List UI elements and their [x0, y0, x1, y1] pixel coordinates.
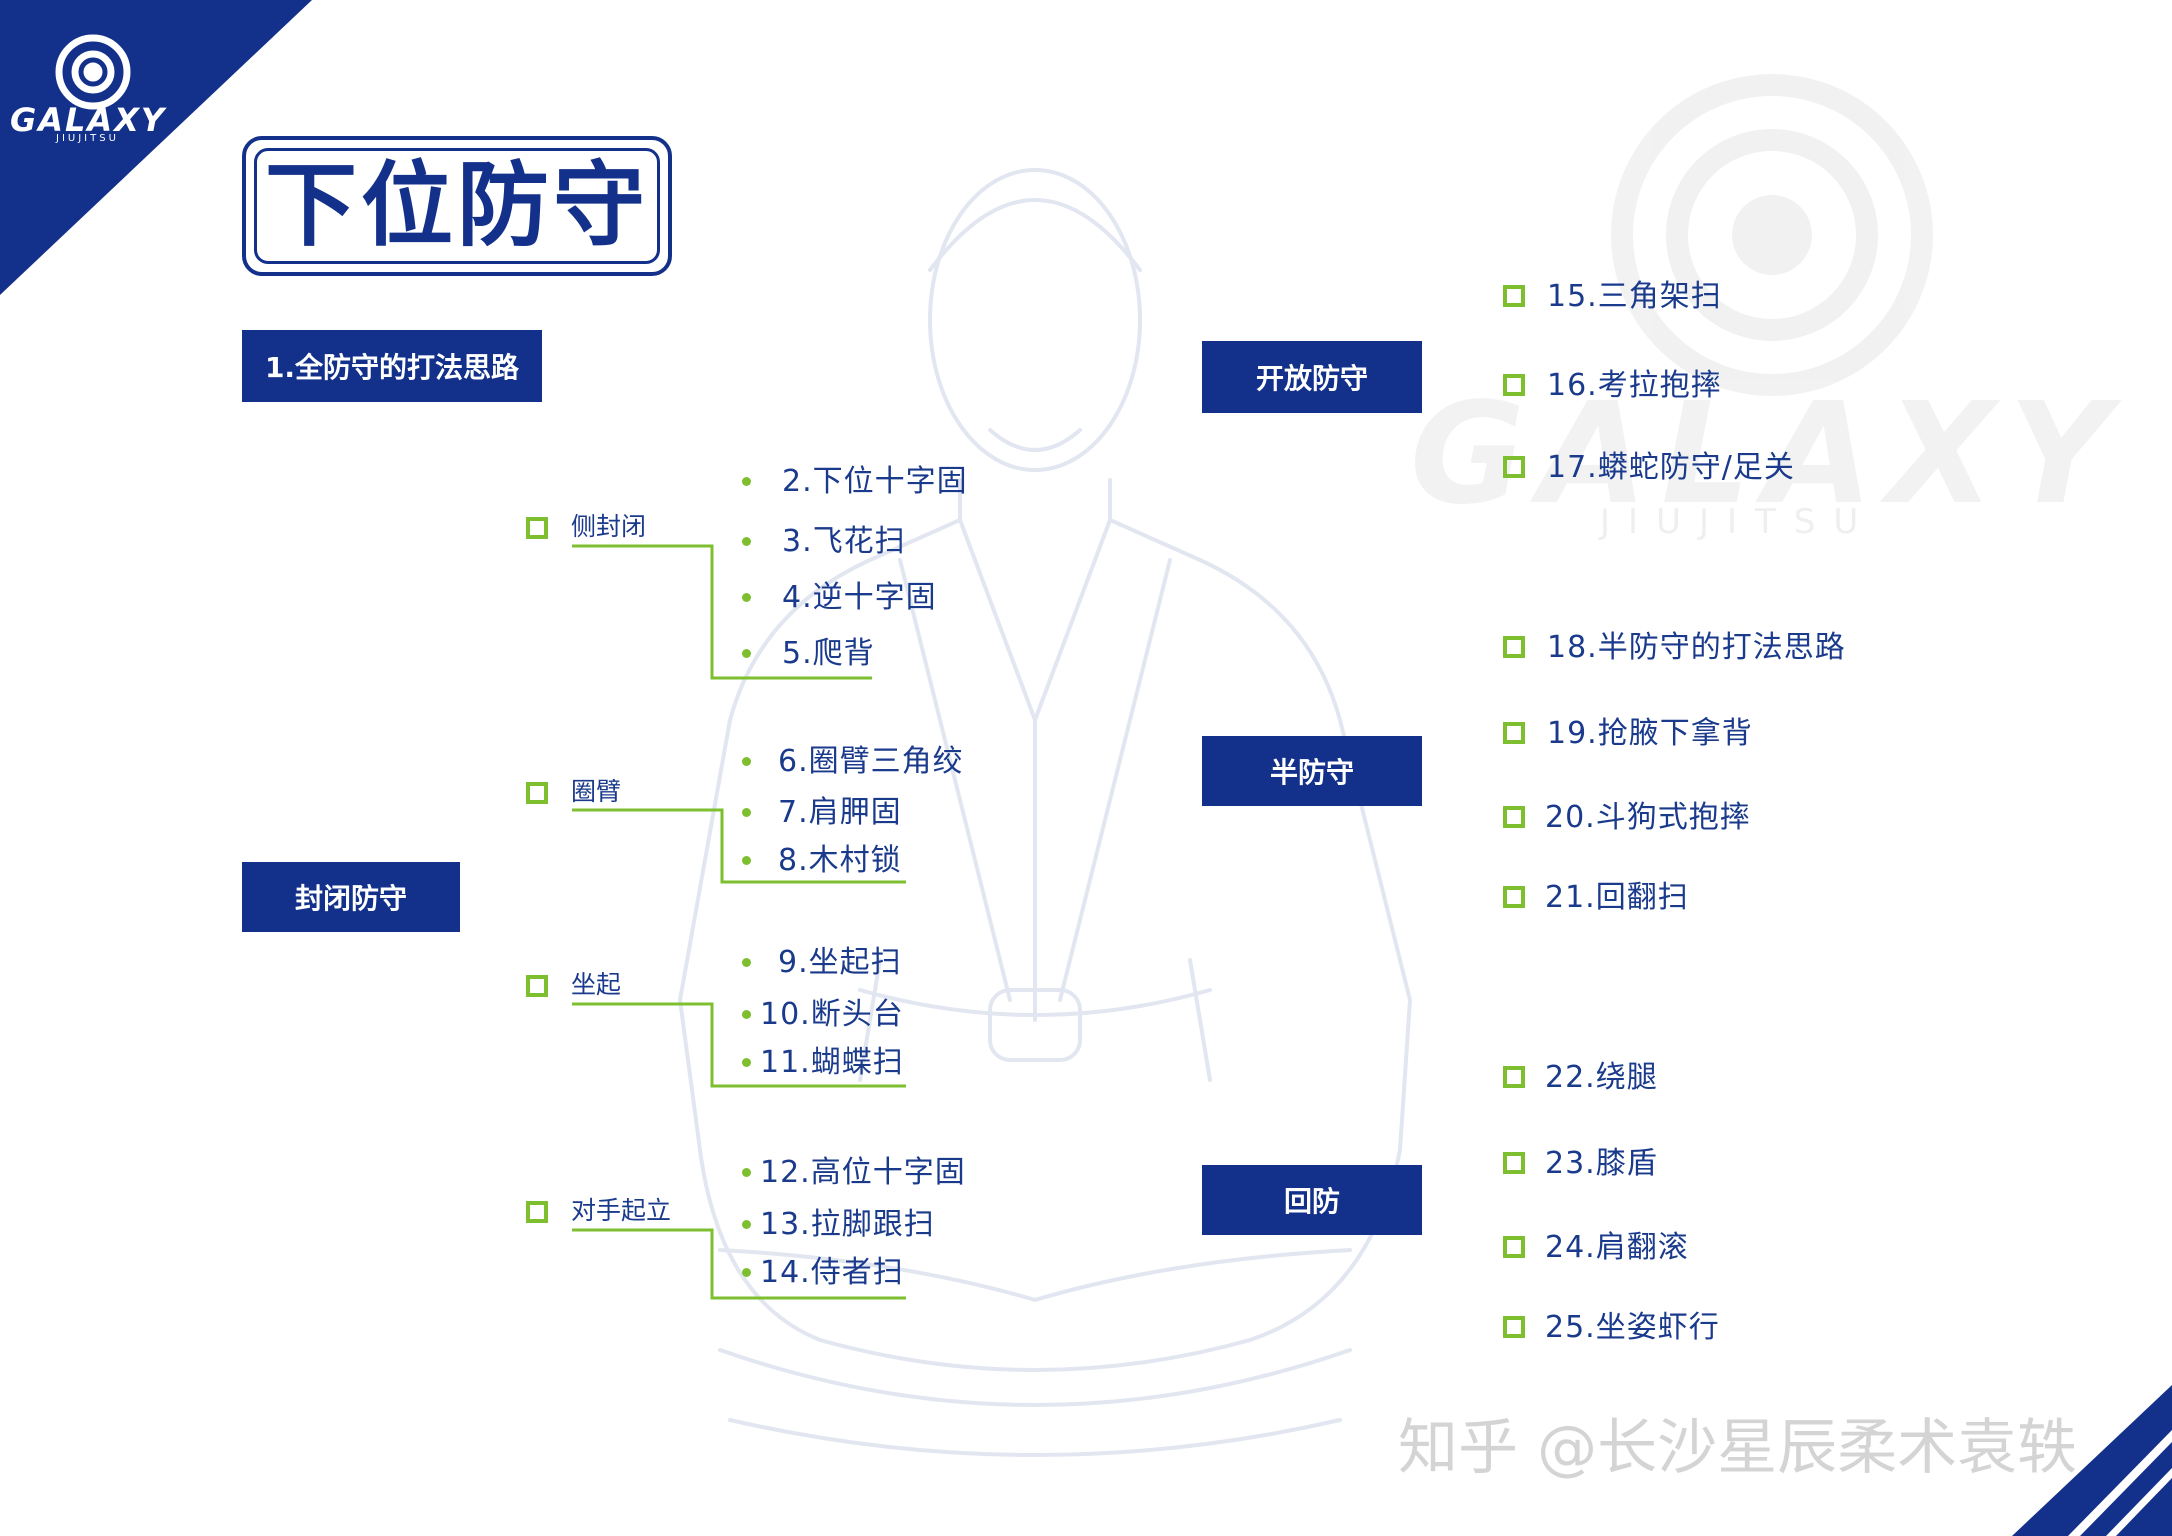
- item-marker-icon: [1503, 636, 1525, 658]
- bullet-icon: [742, 808, 751, 817]
- title-inner-frame: 下位防守: [254, 148, 660, 264]
- group-label-sit-up: 坐起: [571, 970, 622, 999]
- technique-item: 10.断头台: [760, 997, 904, 1032]
- technique-item: 13.拉脚跟扫: [760, 1207, 935, 1242]
- faint-brand-sub: JIUJITSU: [1600, 502, 1877, 542]
- item-marker-icon: [1503, 1152, 1525, 1174]
- bullet-icon: [742, 477, 751, 486]
- technique-item: 16.考拉抱摔: [1547, 368, 1722, 403]
- bullet-icon: [742, 958, 751, 967]
- group-label-side-closed: 侧封闭: [571, 512, 647, 541]
- closed-guard-box: 封闭防守: [242, 862, 460, 932]
- half-guard-label: 半防守: [1269, 756, 1354, 789]
- bullet-icon: [742, 1168, 751, 1177]
- figure-outline: [677, 168, 1413, 1457]
- connector-lines: [572, 544, 906, 1300]
- bullet-icon: [742, 1220, 751, 1229]
- half-guard-box: 半防守: [1202, 736, 1422, 806]
- group-marker-icon: [526, 782, 548, 804]
- technique-item: 12.高位十字固: [760, 1155, 966, 1190]
- corner-bottom-right: [2012, 1385, 2172, 1536]
- item-marker-icon: [1503, 1316, 1525, 1338]
- group-marker-icon: [526, 517, 548, 539]
- brand-name: GALAXY: [10, 101, 167, 139]
- item-marker-icon: [1503, 806, 1525, 828]
- technique-item: 21.回翻扫: [1545, 880, 1689, 915]
- guard-recovery-label: 回防: [1283, 1185, 1340, 1218]
- bullet-icon: [742, 537, 751, 546]
- closed-guard-label: 封闭防守: [294, 882, 407, 915]
- bullet-icon: [742, 757, 751, 766]
- technique-item: 24.肩翻滚: [1545, 1230, 1689, 1265]
- overview-box: 1.全防守的打法思路: [242, 330, 542, 402]
- technique-item: 4.逆十字固: [782, 580, 937, 615]
- technique-item: 2.下位十字固: [782, 464, 968, 499]
- item-marker-icon: [1503, 374, 1525, 396]
- technique-item: 18.半防守的打法思路: [1547, 630, 1846, 665]
- bullet-icon: [742, 1058, 751, 1067]
- title-frame: 下位防守: [242, 136, 672, 276]
- overview-label: 1.全防守的打法思路: [264, 351, 520, 384]
- technique-item: 25.坐姿虾行: [1545, 1310, 1720, 1345]
- technique-item: 17.蟒蛇防守/足关: [1547, 450, 1795, 485]
- brand-sub: JIUJITSU: [56, 133, 119, 144]
- technique-item: 22.绕腿: [1545, 1060, 1658, 1095]
- faint-brand-name: GALAXY: [1410, 373, 2125, 536]
- item-marker-icon: [1503, 285, 1525, 307]
- guard-recovery-box: 回防: [1202, 1165, 1422, 1235]
- technique-item: 8.木村锁: [778, 843, 902, 878]
- bullet-icon: [742, 1268, 751, 1277]
- technique-item: 6.圈臂三角绞: [778, 744, 964, 779]
- bullet-icon: [742, 649, 751, 658]
- group-label-arm-wrap: 圈臂: [571, 777, 622, 806]
- open-guard-label: 开放防守: [1255, 362, 1368, 395]
- item-marker-icon: [1503, 886, 1525, 908]
- technique-item: 3.飞花扫: [782, 524, 906, 559]
- technique-item: 9.坐起扫: [778, 945, 902, 980]
- group-marker-icon: [526, 1201, 548, 1223]
- brand-logo-icon: [55, 34, 131, 110]
- bullet-icon: [742, 593, 751, 602]
- open-guard-box: 开放防守: [1202, 341, 1422, 413]
- technique-item: 23.膝盾: [1545, 1146, 1658, 1181]
- bullet-icon: [742, 856, 751, 865]
- group-label-opponent-stands: 对手起立: [571, 1196, 672, 1225]
- technique-item: 14.侍者扫: [760, 1255, 904, 1290]
- bullet-icon: [742, 1010, 751, 1019]
- technique-item: 11.蝴蝶扫: [760, 1045, 904, 1080]
- faint-logo-icon: [1611, 74, 1933, 396]
- group-marker-icon: [526, 975, 548, 997]
- item-marker-icon: [1503, 722, 1525, 744]
- technique-item: 7.肩胛固: [778, 795, 902, 830]
- technique-item: 15.三角架扫: [1547, 279, 1722, 314]
- technique-item: 19.抢腋下拿背: [1547, 716, 1753, 751]
- item-marker-icon: [1503, 1236, 1525, 1258]
- item-marker-icon: [1503, 456, 1525, 478]
- source-watermark: 知乎 @长沙星辰柔术袁轶: [1398, 1413, 2078, 1483]
- technique-item: 20.斗狗式抱摔: [1545, 800, 1751, 835]
- page-title: 下位防守: [264, 152, 649, 259]
- item-marker-icon: [1503, 1066, 1525, 1088]
- technique-item: 5.爬背: [782, 636, 875, 671]
